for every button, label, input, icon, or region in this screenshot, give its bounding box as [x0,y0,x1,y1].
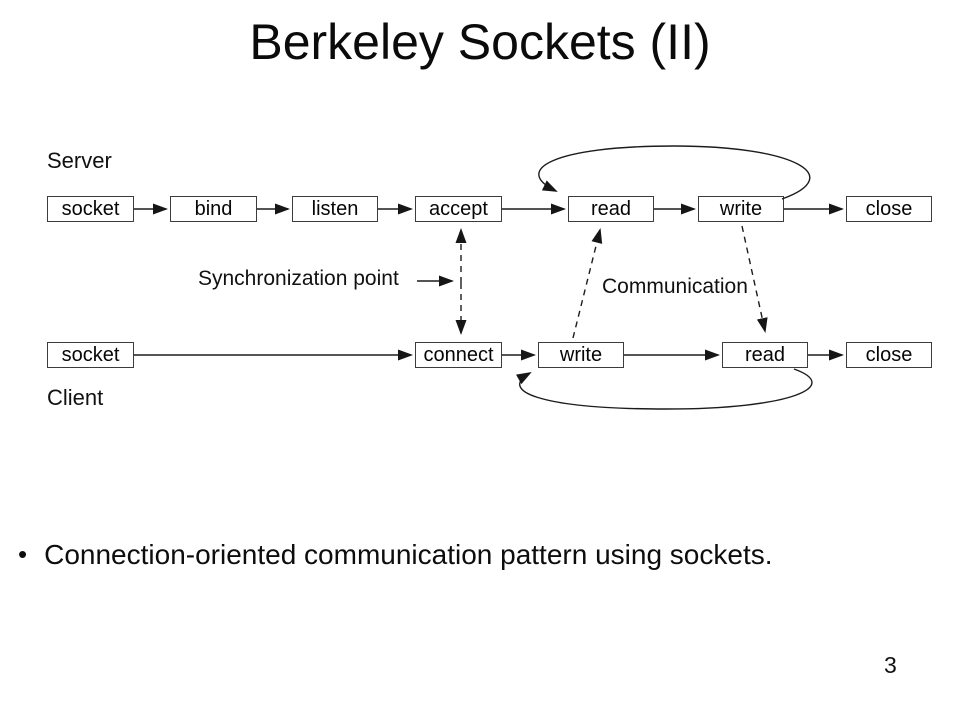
bullet-icon: • [18,539,28,569]
server-box-close: close [846,196,932,222]
server-box-accept: accept [415,196,502,222]
page-title: Berkeley Sockets (II) [249,14,711,70]
client-box-write: write [538,342,624,368]
server-box-socket: socket [47,196,134,222]
server-box-listen: listen [292,196,378,222]
client-box-close: close [846,342,932,368]
client-box-read: read [722,342,808,368]
server-loop-arrow [538,145,811,200]
server-box-read: read [568,196,654,222]
bullet-text: Connection-oriented communication patter… [44,539,773,570]
client-loop-arrow [515,368,813,410]
server-box-bind: bind [170,196,257,222]
server-box-write: write [698,196,784,222]
client-label: Client [47,385,104,410]
client-box-socket: socket [47,342,134,368]
page-number: 3 [884,652,897,678]
sync-point-label: Synchronization point [198,267,399,290]
comm-arrow-clientwrite-serverread [572,228,603,339]
client-box-connect: connect [415,342,502,368]
server-label: Server [47,148,112,173]
bullet-line: • Connection-oriented communication patt… [18,538,773,572]
communication-label: Communication [602,275,748,298]
